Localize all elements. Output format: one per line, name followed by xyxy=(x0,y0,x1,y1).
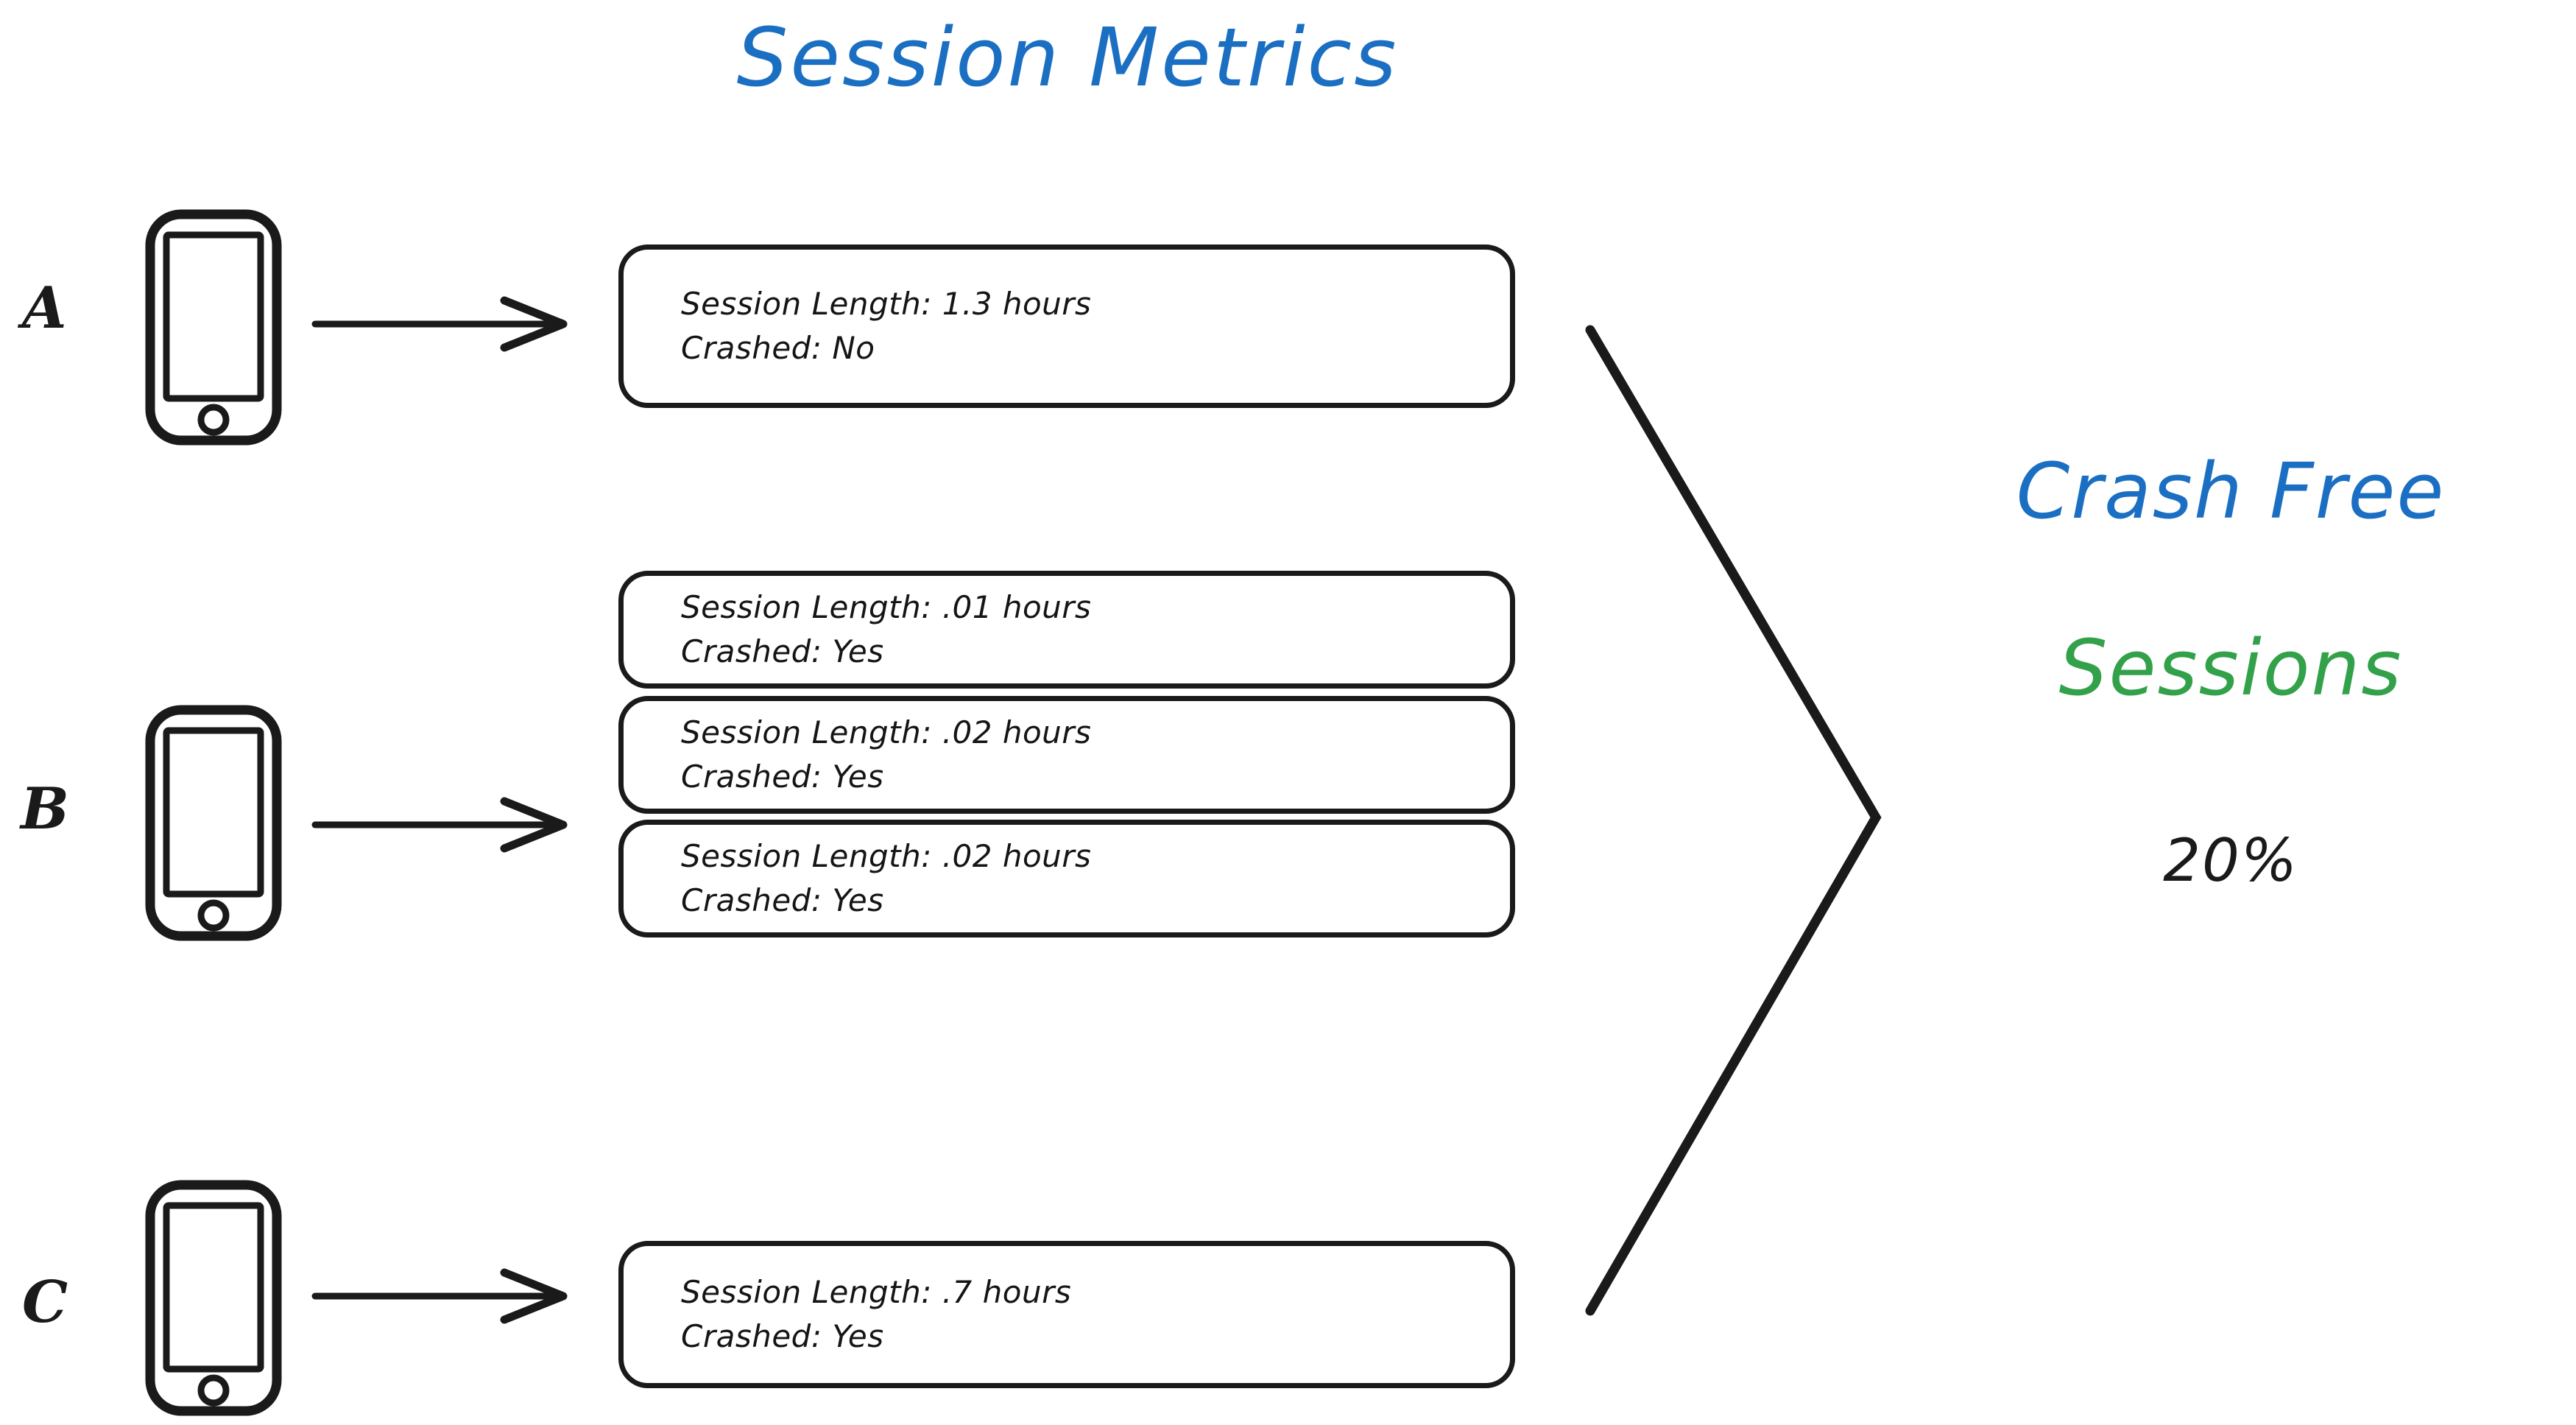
group-label-c: C xyxy=(22,1269,68,1336)
phone-icon xyxy=(145,705,282,941)
arrow-right-icon xyxy=(311,1268,568,1324)
page-title: Session Metrics xyxy=(736,10,1399,105)
session-card[interactable]: Session Length: .01 hours Crashed: Yes xyxy=(618,571,1515,689)
session-length-text: Session Length: .02 hours xyxy=(681,838,1092,875)
funnel-bracket-icon xyxy=(1585,325,1882,1316)
session-card[interactable]: Session Length: .02 hours Crashed: Yes xyxy=(618,820,1515,937)
group-label-b: B xyxy=(21,775,69,842)
arrow-right-icon xyxy=(311,797,568,853)
result-value: 20% xyxy=(2163,826,2298,895)
arrow-right-icon xyxy=(311,296,568,352)
session-length-text: Session Length: .01 hours xyxy=(681,589,1092,626)
session-length-text: Session Length: .02 hours xyxy=(681,714,1092,751)
session-crashed-text: Crashed: Yes xyxy=(681,1318,884,1354)
session-card[interactable]: Session Length: .02 hours Crashed: Yes xyxy=(618,696,1515,814)
session-crashed-text: Crashed: No xyxy=(681,330,875,366)
session-card[interactable]: Session Length: .7 hours Crashed: Yes xyxy=(618,1241,1515,1388)
phone-icon xyxy=(145,1180,282,1416)
session-length-text: Session Length: .7 hours xyxy=(681,1274,1072,1311)
session-crashed-text: Crashed: Yes xyxy=(681,759,884,795)
group-label-a: A xyxy=(22,275,67,342)
result-title-line-1: Crash Free xyxy=(2016,446,2446,536)
session-crashed-text: Crashed: Yes xyxy=(681,633,884,669)
session-length-text: Session Length: 1.3 hours xyxy=(681,286,1092,323)
session-card[interactable]: Session Length: 1.3 hours Crashed: No xyxy=(618,244,1515,408)
session-crashed-text: Crashed: Yes xyxy=(681,882,884,918)
phone-icon xyxy=(145,209,282,446)
result-title-line-2: Sessions xyxy=(2058,623,2403,713)
